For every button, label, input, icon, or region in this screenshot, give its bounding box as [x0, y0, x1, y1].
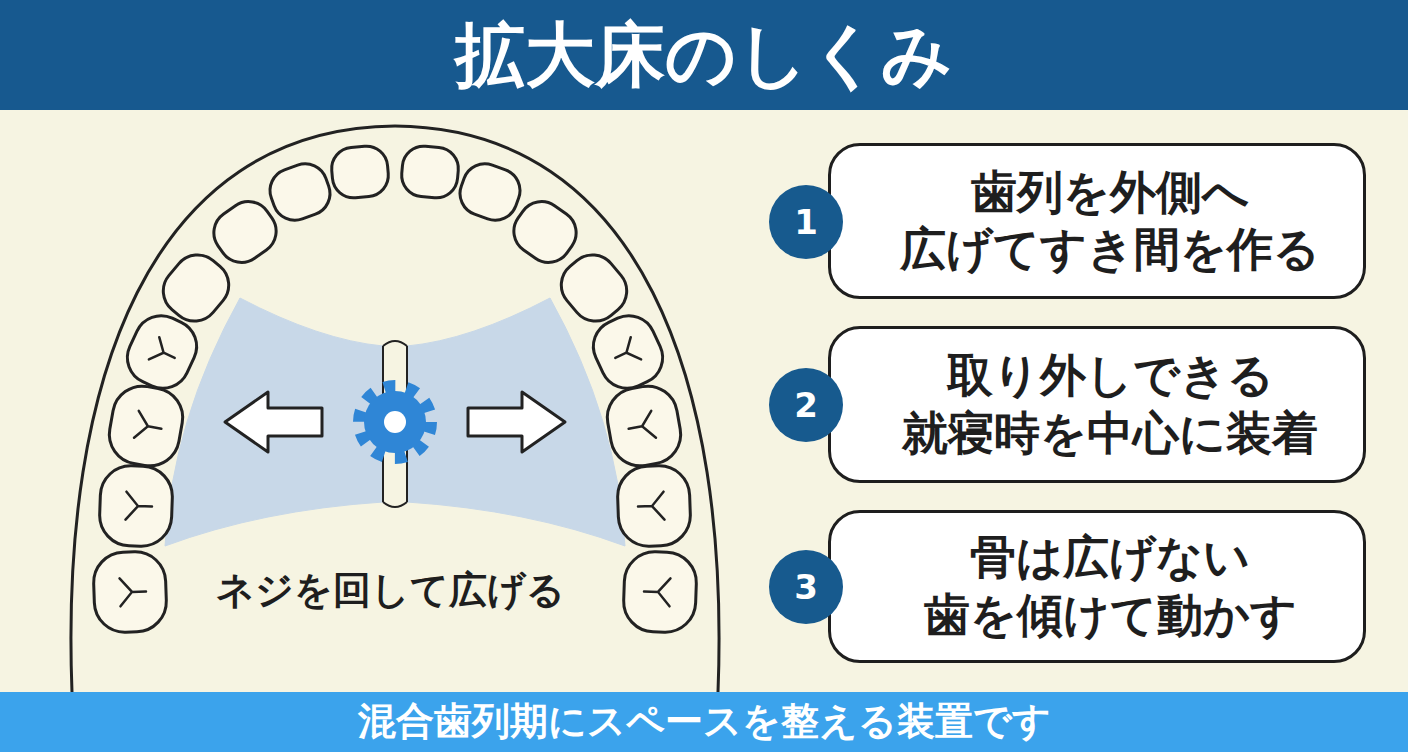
tooth	[119, 307, 206, 397]
tooth-outline	[93, 551, 168, 633]
gear-body	[364, 391, 426, 453]
plate-split-bottom	[383, 502, 407, 507]
tooth	[505, 193, 585, 272]
tooth-outline	[99, 465, 174, 547]
arrow-right	[468, 392, 565, 452]
feature-text: 取り外しできる 就寝時を中心に装着	[879, 347, 1341, 462]
tooth	[99, 465, 174, 547]
number-circle-fill	[769, 550, 843, 624]
tooth-outline	[400, 144, 460, 199]
gear-hole	[384, 411, 406, 433]
plate-right-half	[407, 298, 625, 546]
tooth-outline	[617, 465, 692, 547]
plate-split-top	[383, 341, 407, 346]
tooth	[93, 551, 168, 633]
number-circle-fill	[769, 185, 843, 259]
callout-number: 2	[794, 388, 818, 422]
caption: 混合歯列期にスペースを整える装置です	[358, 701, 1051, 743]
molar-fissure	[149, 337, 180, 369]
tooth-outline	[205, 193, 285, 272]
tooth	[603, 381, 686, 470]
illustration-label: ネジを回して広げる	[216, 568, 565, 614]
tooth	[264, 158, 336, 227]
teeth	[93, 144, 698, 633]
callout-number: 3	[794, 570, 818, 604]
expansion-screw-gear	[360, 387, 430, 457]
tooth-outline	[623, 551, 698, 633]
molar-fissure	[120, 577, 147, 606]
molar-fissure	[644, 577, 671, 606]
tooth	[454, 158, 526, 227]
tooth	[105, 381, 188, 470]
tooth	[623, 551, 698, 633]
tooth-outline	[264, 158, 336, 227]
number-circle-fill	[769, 368, 843, 442]
expansion-plate	[165, 298, 625, 546]
tooth	[205, 193, 285, 272]
feature-text: 骨は広げない 歯を傾けて動かす	[879, 529, 1341, 644]
tooth-outline	[603, 381, 686, 470]
tooth-outline	[505, 193, 585, 272]
tooth-outline	[454, 158, 526, 227]
molar-fissure	[610, 337, 641, 369]
caption-bar: 混合歯列期にスペースを整える装置です	[0, 692, 1408, 752]
plate-left-half	[165, 298, 383, 546]
tooth-outline	[105, 381, 188, 470]
callout-number-circle: 2	[768, 367, 844, 443]
tooth	[585, 307, 672, 397]
callout-number-circle: 1	[768, 184, 844, 260]
molar-fissure	[638, 492, 665, 521]
tooth-outline	[119, 307, 206, 397]
tooth-outline	[585, 307, 672, 397]
callout-number-circle: 3	[768, 549, 844, 625]
molar-fissure	[126, 492, 153, 521]
title-bar: 拡大床のしくみ	[0, 0, 1408, 110]
tooth	[400, 144, 460, 199]
feature-box: 取り外しできる 就寝時を中心に装着	[828, 326, 1366, 483]
tooth	[617, 465, 692, 547]
feature-text: 歯列を外側へ 広げてすき間を作る	[879, 164, 1341, 279]
tooth-outline	[330, 144, 390, 199]
gear-teeth	[360, 387, 430, 457]
tooth	[330, 144, 390, 199]
feature-box: 歯列を外側へ 広げてすき間を作る	[828, 143, 1366, 299]
callout-number: 1	[794, 205, 818, 239]
feature-box: 骨は広げない 歯を傾けて動かす	[828, 510, 1366, 663]
molar-fissure	[134, 411, 164, 442]
molar-fissure	[626, 411, 656, 442]
title: 拡大床のしくみ	[455, 17, 953, 94]
arrow-left	[225, 392, 322, 452]
gum-outline	[71, 126, 719, 692]
